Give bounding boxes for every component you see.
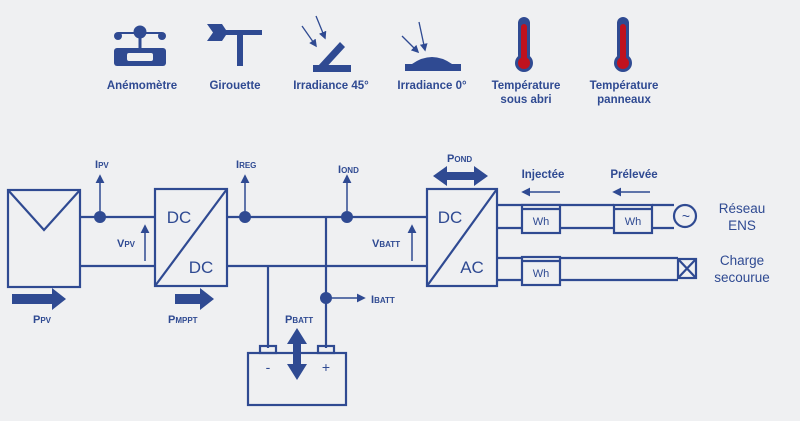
junction-ond (341, 211, 353, 223)
dcac-label-top: DC (438, 208, 463, 227)
arrow-ppv (12, 288, 66, 310)
meter-injectee-unit: Wh (533, 216, 550, 228)
label-prelevee: Prélevée (610, 169, 657, 181)
dcac-diagonal (426, 188, 498, 287)
label-injectee: Injectée (522, 169, 565, 181)
grid-symbol: ~ (682, 208, 690, 224)
dcdc-converter (153, 187, 229, 288)
arrow-pond (433, 166, 488, 186)
label-ireg: IREG (236, 159, 256, 171)
sensor-label-girouette: Girouette (209, 80, 260, 92)
label-pond: POND (447, 153, 472, 165)
thermometer-icon (515, 17, 533, 72)
irradiance-0-icon (401, 21, 461, 71)
sensor-label-irradiance-0: Irradiance 0° (397, 80, 467, 92)
anemometer-icon (114, 25, 166, 66)
sensor-label-temp-panneaux-2: panneaux (597, 94, 651, 106)
dcac-converter (425, 187, 499, 288)
backup-label-1: Charge (720, 253, 764, 268)
pv-panel (6, 188, 82, 289)
label-ibatt: IBATT (371, 294, 395, 306)
irradiance-45-icon (301, 15, 351, 72)
battery-minus-sign: - (266, 359, 271, 375)
junction-batt (320, 292, 332, 304)
grid-label-2: ENS (728, 218, 756, 233)
label-vpv: VPV (117, 238, 136, 250)
dcdc-label-top: DC (167, 208, 192, 227)
arrow-pbatt (287, 328, 307, 380)
battery-terminal-minus (258, 344, 278, 355)
dcdc-diagonal (154, 188, 228, 287)
sensor-label-temp-panneaux-1: Température (590, 80, 659, 92)
grid-source (672, 203, 698, 229)
thermometer-icon (614, 17, 632, 72)
sensor-label-irradiance-45: Irradiance 45° (293, 80, 369, 92)
sensor-label-anemometre: Anémomètre (107, 80, 177, 92)
meter-backup-unit: Wh (533, 268, 550, 280)
label-pmppt: PMPPT (168, 314, 198, 326)
label-ipv: IPV (95, 159, 109, 171)
backup-load-x2 (677, 258, 697, 279)
junction-reg (239, 211, 251, 223)
meter-prelevee-unit: Wh (625, 216, 642, 228)
wind-vane-icon (207, 24, 262, 66)
pv-panel-mark (7, 189, 81, 232)
label-vbatt: VBATT (372, 238, 400, 250)
sensor-label-temp-abri-1: Température (492, 80, 561, 92)
dcac-label-bottom: AC (460, 258, 484, 277)
battery-plus-sign: + (322, 359, 330, 375)
label-pbatt: PBATT (285, 314, 313, 326)
label-ppv: PPV (33, 314, 52, 326)
sensor-label-temp-abri-2: sous abri (500, 94, 551, 106)
dcdc-label-bottom: DC (189, 258, 214, 277)
grid-label-1: Réseau (719, 201, 766, 216)
arrow-pmppt (175, 288, 214, 310)
battery-terminal-plus (316, 344, 336, 355)
backup-label-2: secourue (714, 270, 770, 285)
label-iond: IOND (338, 164, 359, 176)
junction-pv (94, 211, 106, 223)
